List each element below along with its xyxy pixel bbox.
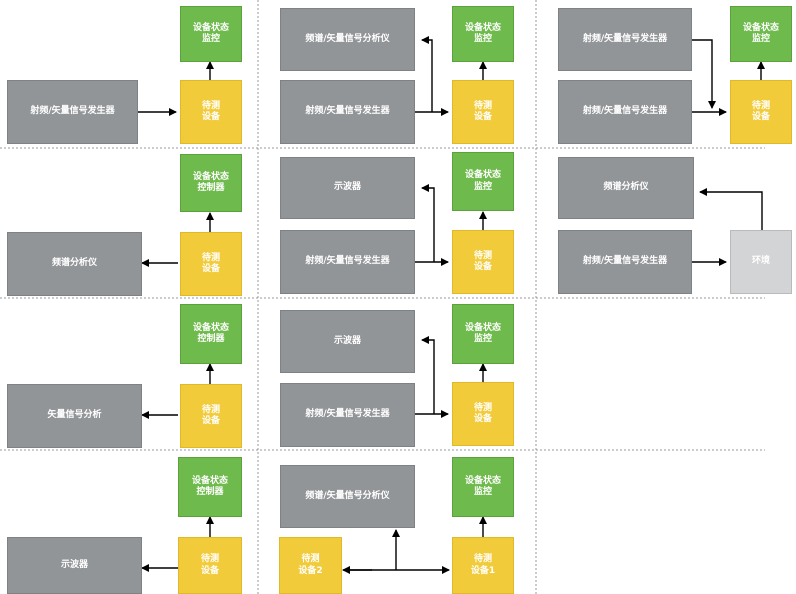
r2c2-oscilloscope-box: 示波器	[280, 157, 415, 219]
separators	[0, 0, 765, 594]
r1c3-signal-generator-2-box: 射频/矢量信号发生器	[558, 80, 692, 144]
r3c2-dut-box: 待测 设备	[452, 382, 514, 446]
r1c1-monitor-box: 设备状态 监控	[180, 6, 242, 62]
r1c3-dut-box: 待测 设备	[730, 80, 792, 144]
r3c2-monitor-box: 设备状态 监控	[452, 304, 514, 364]
r3c1-controller-box: 设备状态 控制器	[180, 304, 242, 364]
r3c2-oscilloscope-box: 示波器	[280, 310, 415, 373]
arrow-r3c2-to-oscilloscope	[421, 336, 435, 414]
r4c1-dut-box: 待测 设备	[178, 537, 242, 594]
r4c2-dut1-box: 待测 设备1	[452, 537, 514, 594]
connections	[138, 36, 765, 574]
arrow-r1c2-to-analyzer	[421, 36, 433, 112]
r1c2-monitor-box: 设备状态 监控	[452, 6, 514, 62]
r3c1-dut-box: 待测 设备	[180, 384, 242, 448]
r1c1-signal-generator-box: 射频/矢量信号发生器	[7, 80, 138, 144]
r3c2-signal-generator-box: 射频/矢量信号发生器	[280, 383, 415, 447]
r1c2-analyzer-box: 频谱/矢量信号分析仪	[280, 8, 415, 71]
r4c2-monitor-box: 设备状态 监控	[452, 457, 514, 517]
arrow-r1c3-vsg1-down	[692, 39, 716, 109]
r4c1-controller-box: 设备状态 控制器	[178, 457, 242, 517]
r2c1-controller-box: 设备状态 控制器	[180, 154, 242, 212]
arrow-r2c3-env-to-analyzer	[699, 188, 763, 232]
r2c3-environment-box: 环境	[730, 230, 792, 294]
r2c1-spectrum-analyzer-box: 频谱分析仪	[7, 232, 142, 296]
r4c2-analyzer-box: 频谱/矢量信号分析仪	[280, 465, 415, 528]
r1c2-signal-generator-box: 射频/矢量信号发生器	[280, 80, 415, 144]
r4c1-oscilloscope-box: 示波器	[7, 537, 142, 594]
r4c2-dut2-box: 待测 设备2	[279, 537, 342, 594]
r2c2-dut-box: 待测 设备	[452, 230, 514, 294]
r1c1-dut-box: 待测 设备	[180, 80, 242, 144]
r2c2-signal-generator-box: 射频/矢量信号发生器	[280, 230, 415, 294]
r1c3-signal-generator-1-box: 射频/矢量信号发生器	[558, 8, 692, 71]
r1c3-monitor-box: 设备状态 监控	[730, 6, 792, 62]
r1c2-dut-box: 待测 设备	[452, 80, 514, 144]
r2c2-monitor-box: 设备状态 监控	[452, 152, 514, 211]
r3c1-vector-signal-analysis-box: 矢量信号分析	[7, 384, 142, 448]
r2c3-signal-generator-box: 射频/矢量信号发生器	[558, 230, 692, 294]
r2c3-spectrum-analyzer-box: 频谱分析仪	[558, 157, 694, 219]
r2c1-dut-box: 待测 设备	[180, 232, 242, 296]
arrow-r2c2-to-oscilloscope	[421, 184, 435, 262]
